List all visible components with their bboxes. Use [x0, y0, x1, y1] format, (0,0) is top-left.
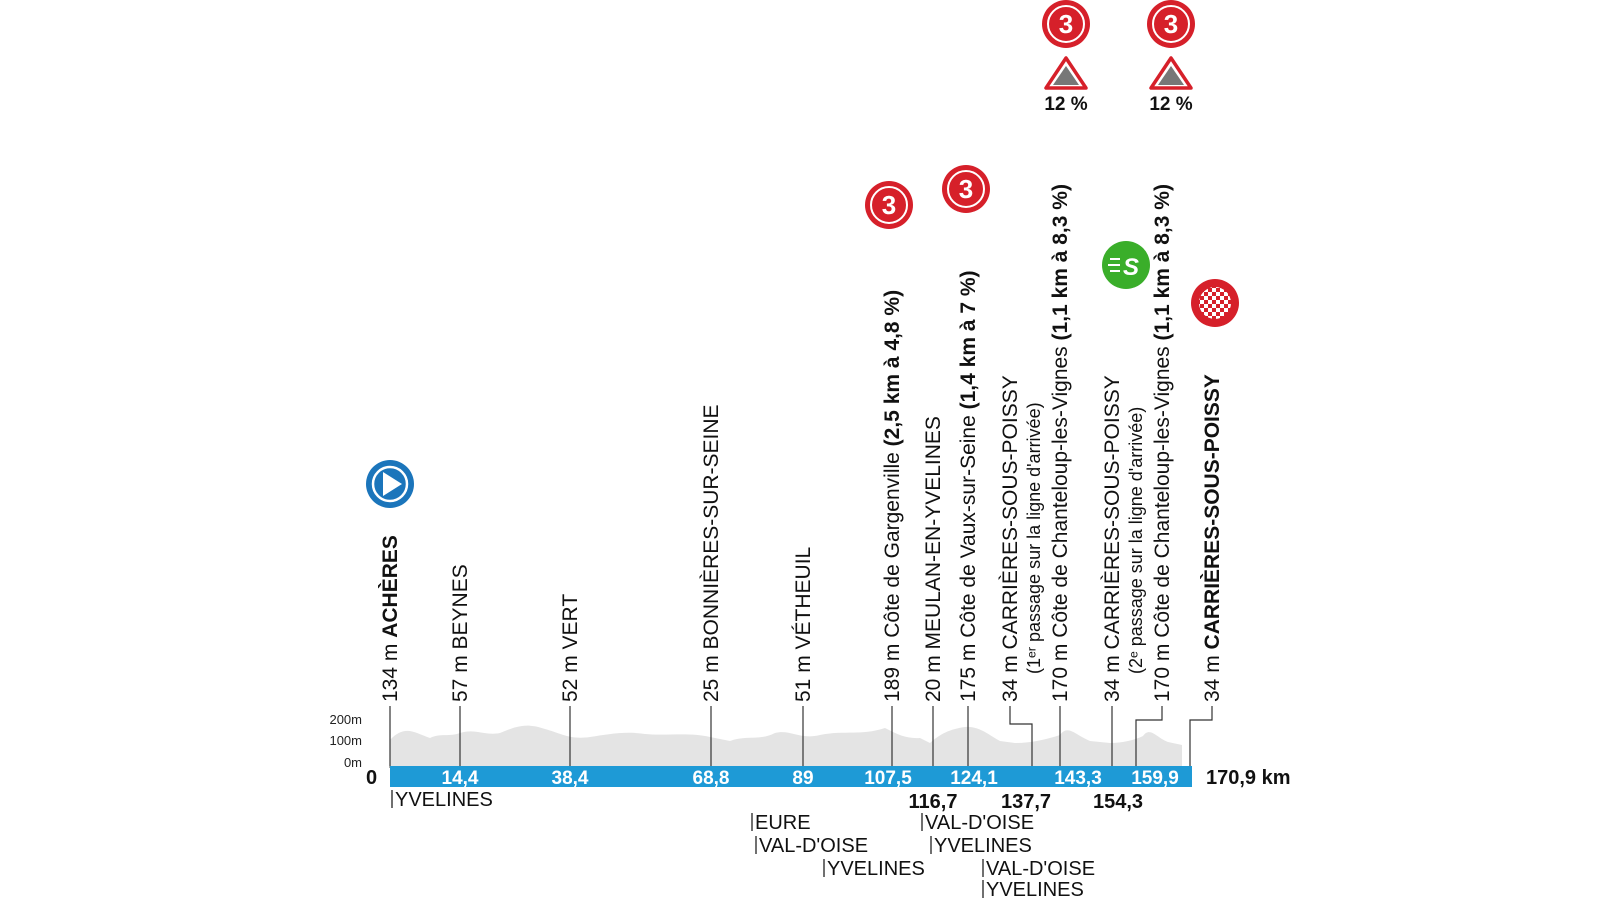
checkpoint-carrieres2: 34 m CARRIÈRES-SOUS-POISSY — [1101, 375, 1124, 702]
checkpoint-gargenville: 189 m Côte de Gargenville (2,5 km à 4,8 … — [881, 290, 904, 702]
alt-scale-0: 0m — [344, 755, 362, 770]
dept-label: YVELINES — [827, 858, 925, 880]
dept-label: EURE — [755, 812, 811, 834]
dept-label: YVELINES — [395, 789, 493, 811]
checkpoint-ticks — [389, 706, 1213, 766]
checkpoint-vetheuil: 51 m VÉTHEUIL — [792, 547, 815, 702]
tick-chanteloup2 — [1135, 706, 1163, 766]
km-mark: 38,4 — [552, 768, 589, 789]
dept-label: YVELINES — [986, 879, 1084, 900]
km-mark: 89 — [792, 768, 813, 789]
dept-label: VAL-D'OISE — [925, 812, 1034, 834]
max-gradient-label: 12 % — [1149, 94, 1192, 115]
km-mark: 159,9 — [1131, 768, 1179, 789]
checkpoint-vert: 52 m VERT — [559, 594, 582, 702]
elevation-profile — [390, 725, 1182, 768]
km-mark-below: 137,7 — [1001, 791, 1051, 813]
climb-badge-chanteloup2: 3 — [1147, 0, 1195, 48]
km-mark: 107,5 — [864, 768, 912, 789]
climb-category: 3 — [959, 174, 973, 204]
max-gradient-label: 12 % — [1044, 94, 1087, 115]
checkpoint-chanteloup1: 170 m Côte de Chanteloup-les-Vignes (1,1… — [1049, 184, 1072, 702]
start-icon — [366, 460, 414, 508]
distance-bar — [390, 766, 1192, 787]
km-mark: 143,3 — [1054, 768, 1102, 789]
tick-finish — [1189, 706, 1213, 766]
climb-category: 3 — [1164, 9, 1178, 39]
alt-scale-200: 200m — [329, 712, 362, 727]
department-labels: YVELINES EURE VAL-D'OISE YVELINES VAL-D'… — [391, 789, 1095, 900]
checkpoint-carrieres1-note: (1ᵉʳ passage sur la ligne d'arrivée) — [1024, 402, 1044, 674]
km-mark-below: 116,7 — [909, 791, 958, 813]
checkpoint-beynes: 57 m BEYNES — [449, 564, 472, 702]
checkpoint-meulan: 20 m MEULAN-EN-YVELINES — [922, 416, 945, 702]
alt-scale-100: 100m — [329, 733, 362, 748]
km-mark: 124,1 — [950, 768, 998, 789]
checkpoint-chanteloup2: 170 m Côte de Chanteloup-les-Vignes (1,1… — [1151, 184, 1174, 702]
climb-badge-vaux: 3 — [942, 165, 990, 213]
start-km-label: 0 — [366, 767, 377, 789]
finish-flag-icon — [1191, 279, 1239, 327]
climb-category: 3 — [1059, 9, 1073, 39]
gradient-icon: 12 % — [1044, 56, 1088, 115]
checkpoint-labels: 134 m ACHÈRES 57 m BEYNES 52 m VERT 25 m… — [379, 184, 1224, 702]
finish-km-label: 170,9 km — [1206, 767, 1291, 789]
climb-badge-gargenville: 3 — [865, 181, 913, 229]
climb-category: 3 — [882, 190, 896, 220]
tick-carrieres1 — [1009, 706, 1033, 766]
sprint-icon: S — [1102, 241, 1150, 289]
km-marks-in-bar: 14,4 38,4 68,8 89 107,5 124,1 143,3 159,… — [442, 768, 1179, 789]
gradient-icon: 12 % — [1149, 56, 1193, 115]
km-mark: 14,4 — [442, 768, 479, 789]
climb-badge-chanteloup1: 3 — [1042, 0, 1090, 48]
km-marks-below: 116,7 137,7 154,3 — [909, 791, 1144, 813]
dept-label: VAL-D'OISE — [759, 835, 868, 857]
dept-label: YVELINES — [934, 835, 1032, 857]
km-mark: 68,8 — [693, 768, 730, 789]
checkpoint-acheres: 134 m ACHÈRES — [379, 535, 402, 702]
checkpoint-bonnieres: 25 m BONNIÈRES-SUR-SEINE — [700, 404, 723, 702]
checkpoint-carrieres2-note: (2ᵉ passage sur la ligne d'arrivée) — [1126, 407, 1146, 674]
checkpoint-carrieres1: 34 m CARRIÈRES-SOUS-POISSY — [999, 375, 1022, 702]
sprint-letter: S — [1123, 254, 1139, 281]
km-mark-below: 154,3 — [1093, 791, 1143, 813]
checkpoint-vaux: 175 m Côte de Vaux-sur-Seine (1,4 km à 7… — [957, 270, 980, 702]
dept-label: VAL-D'OISE — [986, 858, 1095, 880]
checkpoint-finish: 34 m CARRIÈRES-SOUS-POISSY — [1201, 374, 1224, 702]
